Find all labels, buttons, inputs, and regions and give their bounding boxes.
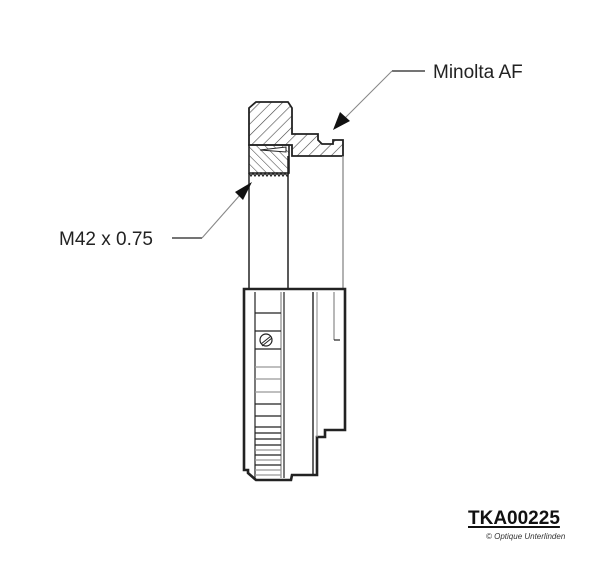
callout-minolta-af: Minolta AF [433, 62, 523, 83]
copyright-notice: © Optique Unterlinden [486, 532, 566, 541]
lower-body [242, 287, 347, 482]
tube-outline [248, 156, 344, 289]
minolta-leader [333, 70, 425, 130]
threaded-insert-section [248, 144, 290, 178]
set-screw-icon [259, 333, 273, 347]
callout-m42-thread: M42 x 0.75 [59, 229, 153, 250]
upper-body-section [248, 101, 344, 157]
part-number: TKA00225 [468, 508, 560, 529]
m42-leader [172, 182, 252, 239]
